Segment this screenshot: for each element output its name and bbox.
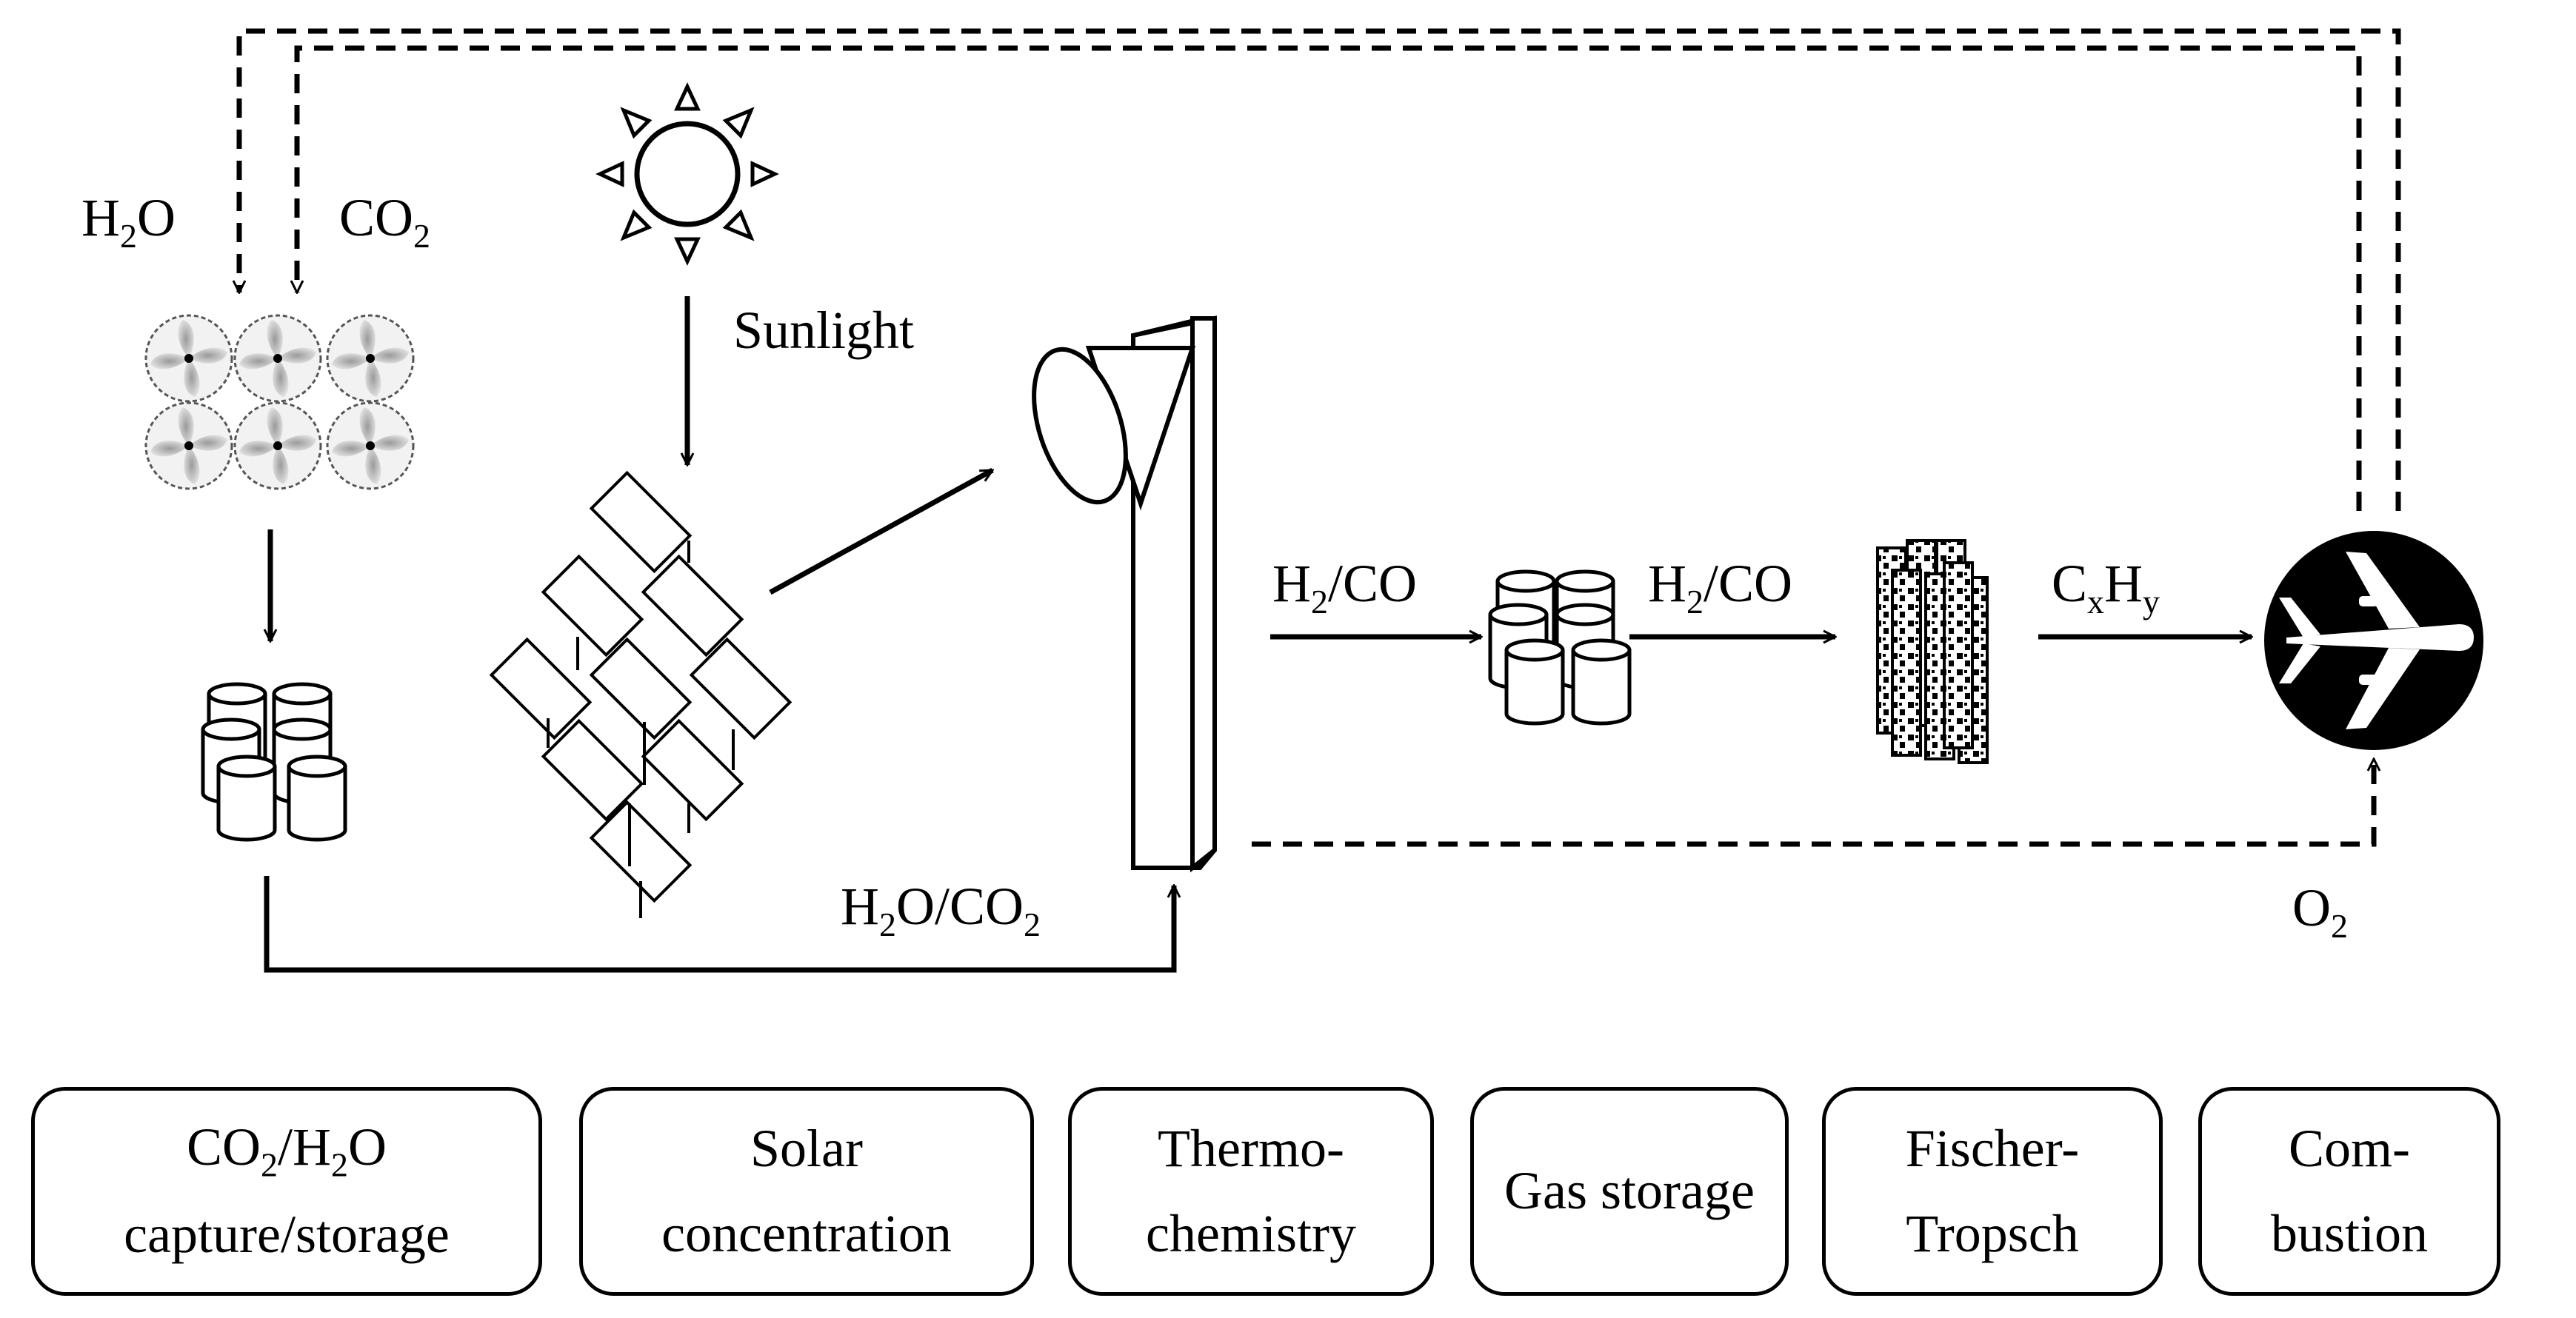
tank-cluster-icon [203, 684, 345, 840]
heliostat-field-icon [492, 473, 790, 918]
stage-gas-line1: Gas storage [1504, 1161, 1755, 1221]
label-sunlight: Sunlight [733, 301, 914, 360]
sun-icon [595, 82, 779, 266]
label-h2o-co2: H2O/CO2 [841, 877, 1041, 943]
stage-thermo-line2: chemistry [1146, 1204, 1356, 1263]
stage-gas-storage: Gas storage [1470, 1087, 1789, 1296]
label-co2: CO2 [339, 188, 430, 255]
stage-ft-line1: Fischer- [1905, 1118, 2080, 1178]
ft-reactor-icon [1876, 539, 1989, 764]
stage-capture-storage: CO2/H2O capture/storage [31, 1087, 542, 1296]
label-o2: O2 [2292, 878, 2348, 945]
stage-comb-line2: bustion [2270, 1204, 2429, 1263]
stage-capture-line2: capture/storage [124, 1205, 450, 1265]
arrow-concentrated-light [769, 467, 992, 595]
arrow-h2o-co2-to-reactor [264, 876, 1174, 973]
stage-solar-line1: Solar [750, 1118, 863, 1178]
solar-tower-reactor-icon [1032, 315, 1217, 873]
gas-storage-tanks-icon [1490, 572, 1629, 723]
label-h2-co-1: H2/CO [1272, 554, 1417, 620]
stage-fischer-tropsch: Fischer- Tropsch [1822, 1087, 2163, 1296]
label-h2o: H2O [81, 188, 176, 255]
stage-comb-line1: Com- [2288, 1118, 2410, 1178]
recycle-line-outer [239, 28, 2401, 511]
stage-solar-concentration: Solar concentration [579, 1087, 1034, 1296]
stage-solar-line2: concentration [661, 1204, 952, 1263]
airplane-icon [2264, 531, 2483, 750]
fan-array-icon [144, 314, 415, 490]
stage-thermo-line1: Thermo- [1158, 1118, 1344, 1178]
recycle-line-inner [297, 45, 2362, 511]
stage-thermochemistry: Thermo- chemistry [1068, 1087, 1434, 1296]
o2-recycle-line [1252, 759, 2374, 847]
label-cxhy: CxHy [2052, 554, 2160, 620]
stage-combustion: Com- bustion [2198, 1087, 2500, 1296]
label-h2-co-2: H2/CO [1648, 554, 1792, 620]
stage-ft-line2: Tropsch [1906, 1204, 2079, 1263]
stage-capture-line1: CO2/H2O [186, 1117, 387, 1184]
